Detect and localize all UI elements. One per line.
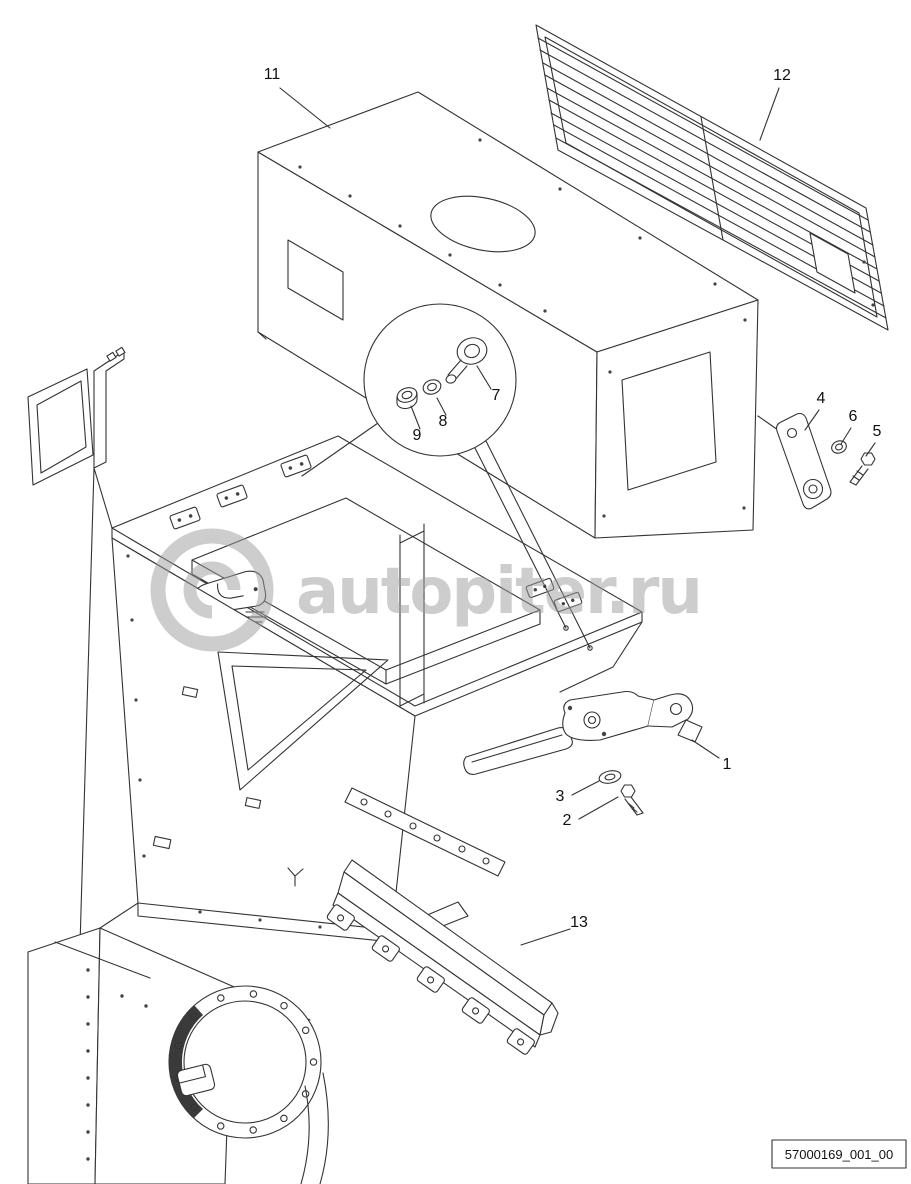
bolt-part-5 — [849, 452, 876, 486]
doc-id-text: 57000169_001_00 — [785, 1147, 893, 1162]
callout-7: 7 — [476, 365, 501, 404]
part-label-9: 9 — [413, 427, 422, 444]
detail-circle — [301, 303, 593, 651]
hub-bracket — [176, 1063, 216, 1097]
latch-group-1-2-3 — [463, 690, 703, 816]
deck-mount-pads — [169, 454, 583, 613]
bolt-part-2 — [620, 784, 644, 816]
center-channel — [399, 523, 425, 716]
support-feet — [326, 904, 535, 1055]
hood-side-cutout — [287, 239, 344, 321]
grille-window — [809, 232, 856, 294]
part-label-11: 11 — [264, 66, 281, 83]
hub-shadow — [168, 1005, 203, 1118]
rear-frame-opening — [27, 368, 94, 486]
watermark-logo-icon — [150, 528, 274, 652]
fastener-group-4-5-6 — [757, 412, 876, 510]
hood-oval-vent-hole — [430, 195, 536, 253]
hood-right-face — [594, 299, 759, 539]
callout-1: 1 — [691, 739, 732, 773]
callout-12: 12 — [759, 67, 791, 141]
latch-part-1 — [463, 690, 703, 775]
perforated-strip — [344, 787, 506, 877]
callout-4: 4 — [804, 390, 826, 431]
part-label-8: 8 — [439, 413, 448, 430]
part-label-3: 3 — [556, 788, 565, 805]
part-label-2: 2 — [563, 812, 572, 829]
gusset-triangle — [217, 651, 389, 791]
hood-window — [621, 351, 717, 491]
fender-curves — [300, 1072, 329, 1184]
callout-11: 11 — [264, 66, 331, 129]
y-mark — [287, 867, 304, 887]
doc-number-box: 57000169_001_00 — [771, 1139, 907, 1169]
callout-3: 3 — [556, 780, 600, 805]
callout-13: 13 — [520, 914, 588, 946]
grommet-part-7 — [445, 337, 488, 384]
callout-6: 6 — [840, 408, 858, 445]
part-label-12: 12 — [773, 67, 791, 84]
grille-divider — [700, 116, 724, 241]
grille-part-12 — [535, 24, 889, 331]
callout-5: 5 — [865, 423, 882, 457]
hood-screws — [298, 138, 747, 518]
part-label-5: 5 — [873, 423, 882, 440]
washer-part-6 — [831, 440, 847, 454]
support-part-13 — [326, 859, 559, 1055]
callout-2: 2 — [563, 796, 619, 829]
callouts: 11 12 7 8 9 4 6 5 1 3 2 13 — [264, 66, 882, 946]
part-label-13: 13 — [570, 914, 588, 931]
nut-part-9 — [396, 387, 418, 410]
callout-8: 8 — [436, 397, 448, 430]
corner-post — [93, 350, 125, 469]
watermark-text: autopiter.ru — [296, 555, 701, 629]
bracket-part-4 — [775, 412, 832, 510]
washer-part-3 — [598, 770, 622, 784]
washer-part-8 — [422, 379, 442, 395]
part-label-1: 1 — [723, 756, 732, 773]
part-label-7: 7 — [492, 387, 501, 404]
watermark: autopiter.ru — [150, 528, 703, 652]
wheel-housing — [27, 902, 329, 1184]
part-label-4: 4 — [817, 390, 826, 407]
part-label-6: 6 — [849, 408, 858, 425]
callout-9: 9 — [410, 405, 422, 444]
grille-inner-frame — [544, 36, 878, 318]
